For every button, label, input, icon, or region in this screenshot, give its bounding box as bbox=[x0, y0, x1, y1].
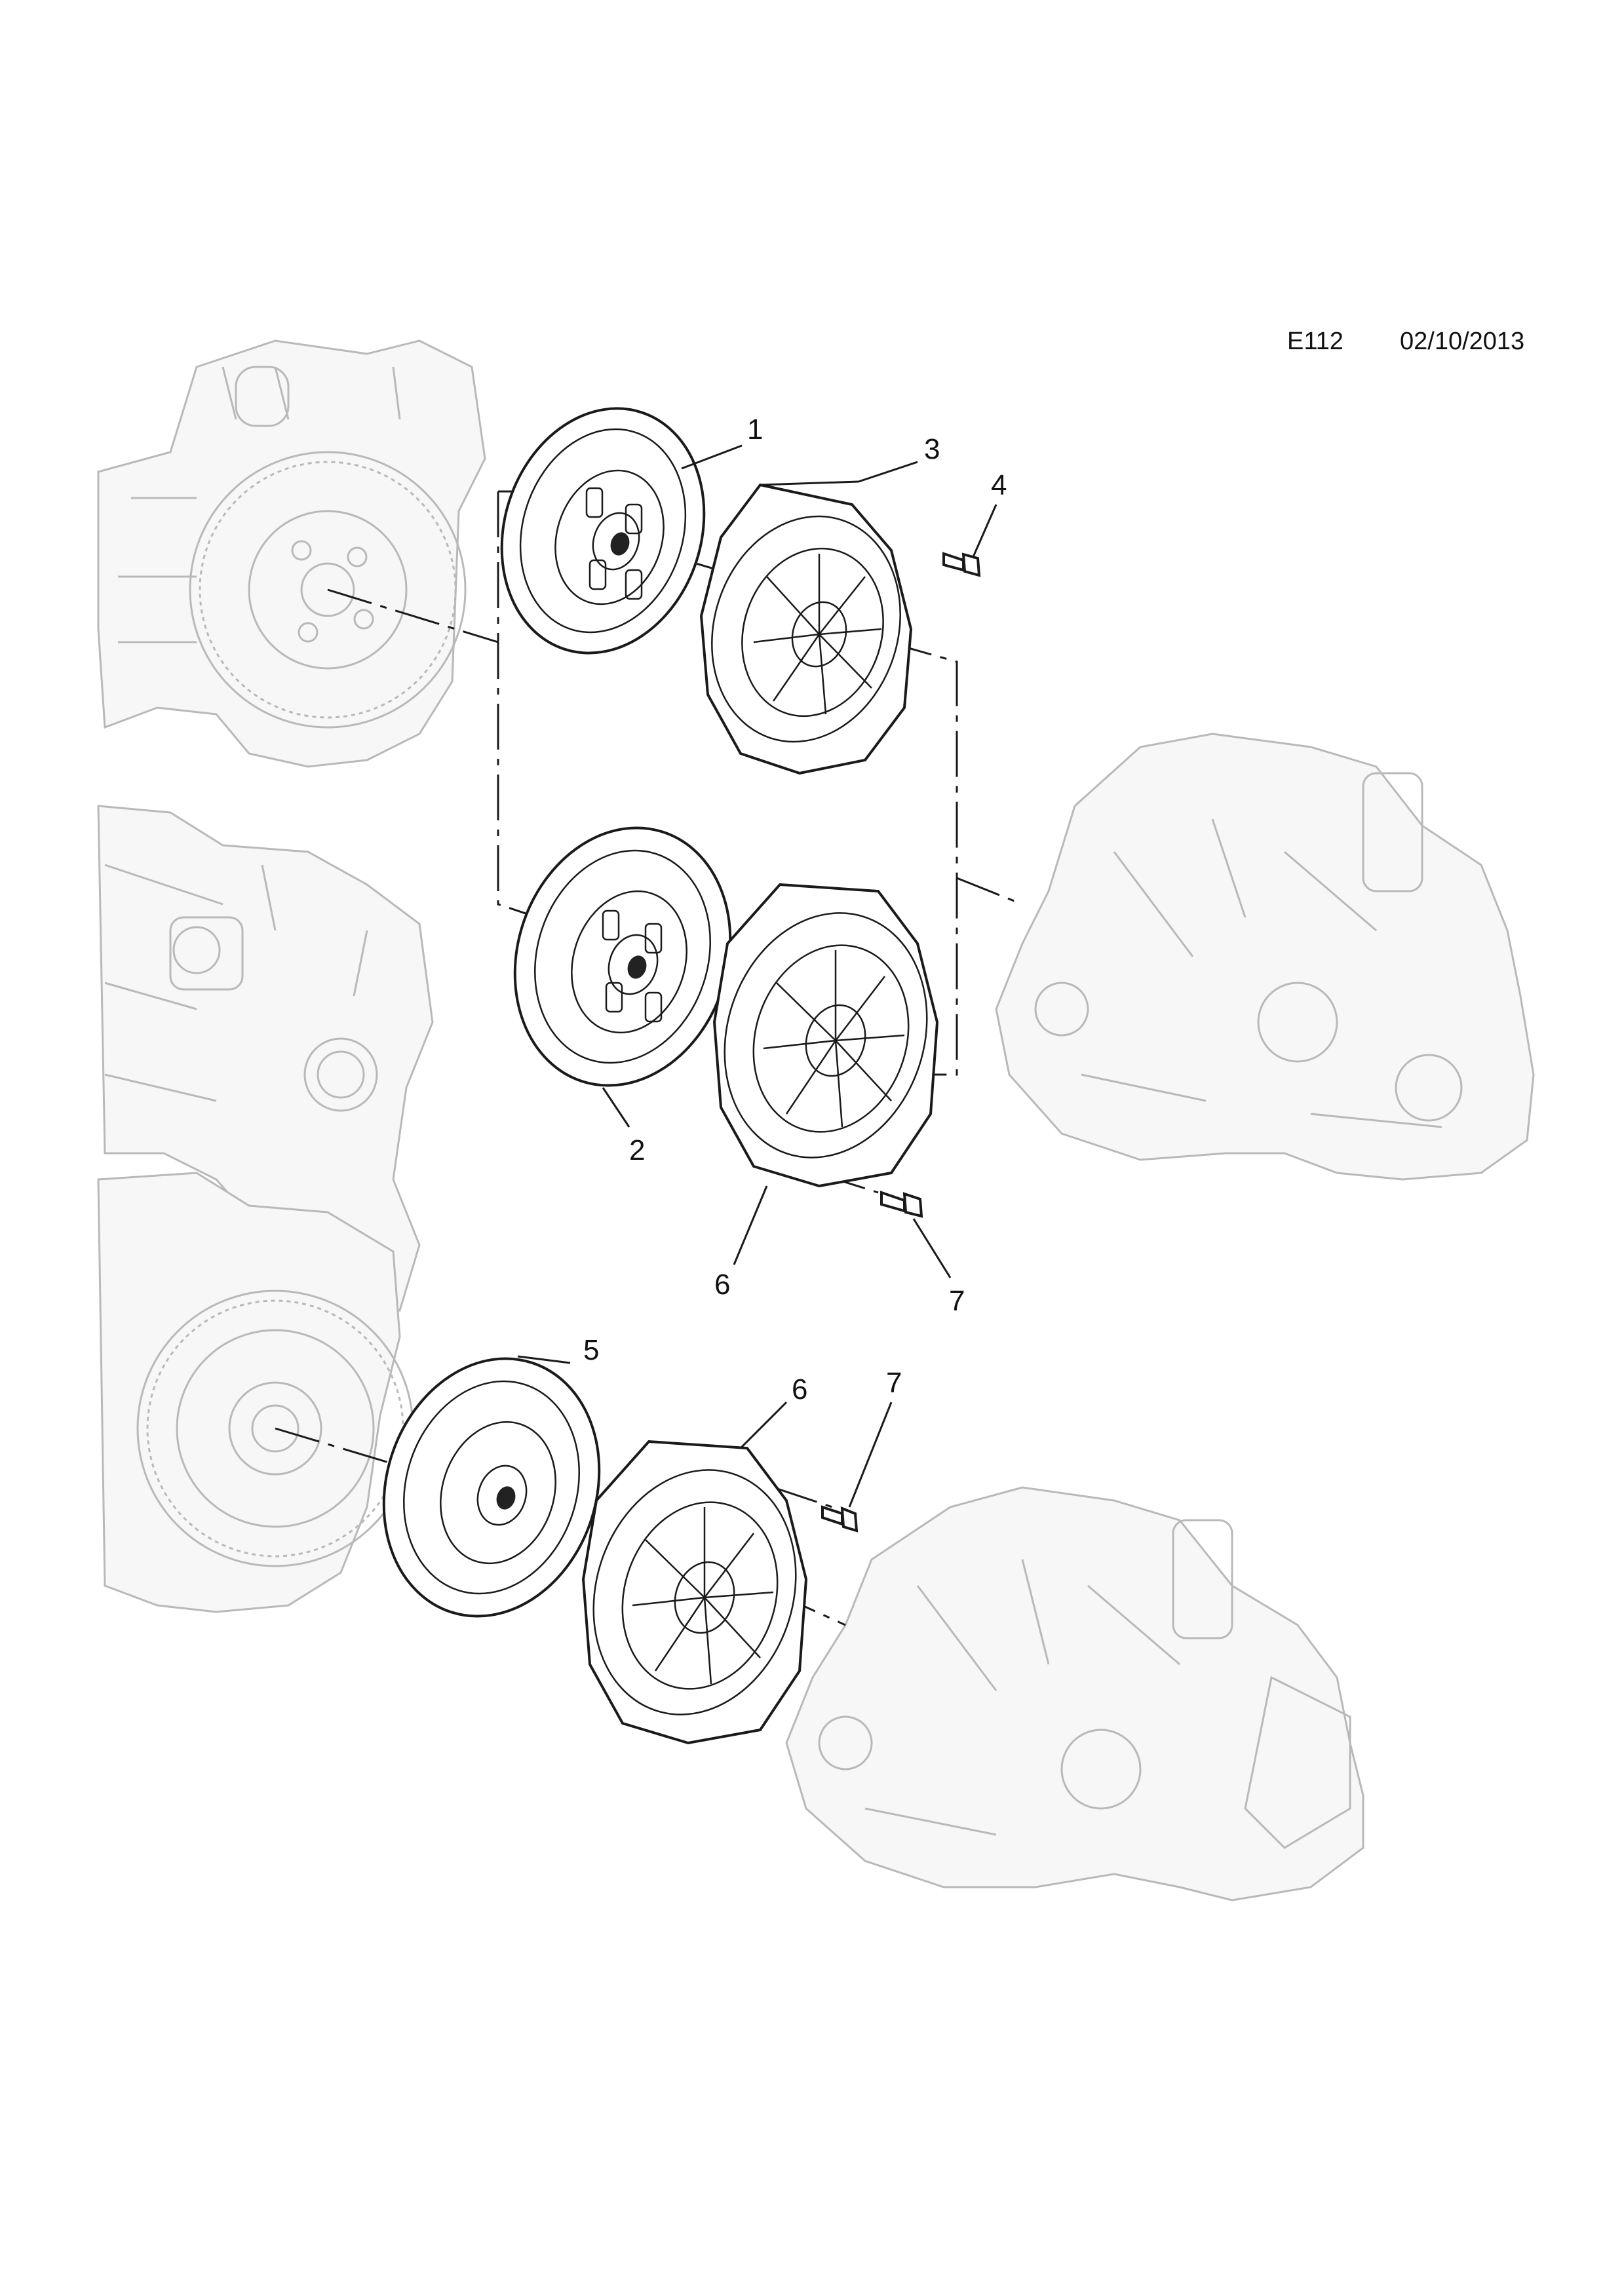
callout-4: 4 bbox=[991, 469, 1007, 501]
callout-1: 1 bbox=[747, 413, 763, 446]
transmission-top bbox=[995, 733, 1535, 1181]
pressure-plate-bottom bbox=[581, 1440, 808, 1745]
diaphragm-fingers-middle bbox=[763, 950, 905, 1128]
diagram-header: E112 02/10/2013 bbox=[1245, 328, 1560, 367]
pressure-plate-top bbox=[699, 483, 913, 775]
callout-leader-lines bbox=[517, 444, 997, 1508]
engine-block-bottom bbox=[97, 1172, 414, 1613]
bolt-middle bbox=[880, 1191, 923, 1218]
pressure-plate-middle bbox=[712, 883, 939, 1188]
engine-block-middle bbox=[97, 805, 434, 1318]
callout-6-bottom: 6 bbox=[792, 1373, 807, 1406]
callout-2: 2 bbox=[629, 1134, 645, 1166]
clutch-disc-bottom bbox=[382, 1357, 601, 1618]
engine-block-top bbox=[97, 339, 486, 768]
callout-3: 3 bbox=[924, 433, 940, 465]
diaphragm-fingers-top bbox=[753, 554, 882, 715]
figure-date: 02/10/2013 bbox=[1400, 328, 1525, 355]
clutch-disc-top bbox=[500, 407, 706, 655]
callout-7-bottom: 7 bbox=[886, 1367, 902, 1399]
callout-7-middle: 7 bbox=[949, 1285, 965, 1317]
callout-5: 5 bbox=[583, 1334, 599, 1366]
diaphragm-fingers-bottom bbox=[632, 1507, 774, 1685]
bolt-top bbox=[942, 552, 981, 577]
transmission-bottom bbox=[785, 1486, 1364, 1902]
bolt-bottom bbox=[821, 1505, 859, 1533]
callout-6-middle: 6 bbox=[714, 1269, 730, 1301]
figure-code: E112 bbox=[1287, 328, 1344, 355]
